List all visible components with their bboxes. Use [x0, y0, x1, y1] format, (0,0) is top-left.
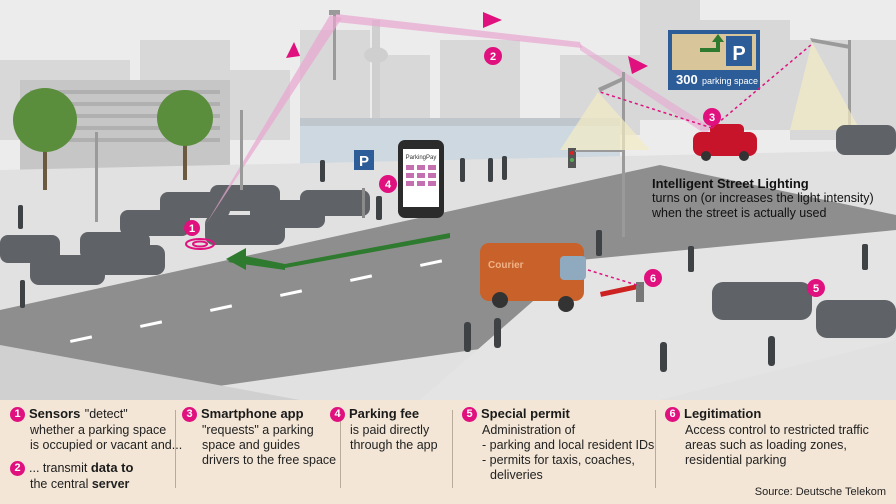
legend-badge-2: 2 [10, 461, 25, 476]
street-scene: P ParkingPay P 300 parking space [0, 0, 896, 400]
legend-line: - permits for taxis, coaches, [482, 453, 635, 467]
legend-line: areas such as loading zones, [685, 438, 847, 452]
legend-line: whether a parking space [30, 423, 167, 437]
legend-badge-4: 4 [330, 407, 345, 422]
callout-line-1: turns on (or increases the light intensi… [652, 191, 874, 205]
legend-line: Administration of [482, 423, 576, 437]
legend-transmit-pre: ... transmit [29, 461, 91, 475]
sign-letter: P [732, 43, 745, 65]
legend-line: space and guides [202, 438, 300, 452]
legend-title-legit: Legitimation [684, 406, 762, 421]
legend-divider [452, 410, 453, 488]
scene-badge-4: 4 [379, 175, 397, 193]
legend-inline-sensors: "detect" [84, 407, 128, 421]
parking-guidance-sign: P 300 parking space [668, 30, 760, 90]
source-credit: Source: Deutsche Telekom [754, 486, 886, 498]
svg-text:6: 6 [650, 273, 656, 285]
scene-badge-3: 3 [703, 108, 721, 126]
legend-transmit-mid: the central [30, 477, 92, 491]
callout-title: Intelligent Street Lighting [652, 176, 809, 191]
legend-divider [340, 410, 341, 488]
svg-text:4: 4 [385, 179, 392, 191]
tree-mid [157, 90, 213, 180]
scene-badge-2: 2 [484, 47, 502, 65]
scene-badge-6: 6 [644, 269, 662, 287]
legend-item-legit: 6 Legitimation Access control to restrict… [665, 405, 890, 468]
legend-line: Access control to restricted traffic [685, 423, 869, 437]
data-arrows [286, 12, 648, 74]
street-parking-sign: P [354, 150, 374, 218]
van-text: Courier [488, 260, 524, 271]
legend-line: drivers to the free space [202, 453, 337, 467]
parking-sensor [185, 238, 215, 250]
legend-badge-3: 3 [182, 407, 197, 422]
legend-transmit-bold1: data to [90, 460, 134, 475]
scene-badge-1: 1 [184, 220, 200, 236]
legend-item-smartphone: 3 Smartphone app "requests" a parking spa… [182, 405, 337, 468]
legend-badge-6: 6 [665, 407, 680, 422]
traffic-light [568, 148, 625, 168]
access-barrier [587, 269, 644, 302]
svg-text:3: 3 [709, 112, 715, 124]
light-link [599, 43, 813, 129]
legend-badge-1: 1 [10, 407, 25, 422]
legend-line: "requests" a parking [202, 423, 314, 437]
legend-line: residential parking [685, 453, 787, 467]
legend-line: is paid directly [350, 423, 430, 437]
road [0, 165, 896, 400]
legend-line: through the app [350, 438, 438, 452]
legend-divider [175, 410, 176, 488]
legend-title-smartphone: Smartphone app [201, 406, 304, 421]
data-beam-3 [580, 44, 712, 134]
sign-number: 300 [676, 72, 698, 87]
legend-title-sensors: Sensors [29, 406, 81, 421]
street-lamps [95, 38, 860, 237]
antenna-mast [329, 10, 340, 80]
legend-line: deliveries [490, 468, 543, 482]
legend-title-permit: Special permit [481, 406, 570, 421]
svg-text:2: 2 [490, 51, 496, 63]
sign-label: parking space [702, 76, 758, 86]
pedestrians [18, 156, 868, 372]
smartphone: ParkingPay [398, 140, 444, 218]
legend-title-fee: Parking fee [349, 406, 420, 421]
parked-cars [0, 185, 370, 285]
legend-item-transmit: 2 ... transmit data to the central server [10, 459, 175, 492]
data-beam-2 [336, 14, 582, 48]
courier-van: Courier [480, 243, 586, 312]
callout-line-2: when the street is actually used [652, 206, 827, 220]
street-lighting-callout: Intelligent Street Lighting turns on (or… [652, 176, 882, 221]
svg-text:1: 1 [189, 223, 195, 235]
legend-divider [655, 410, 656, 488]
legend-panel: 1 Sensors "detect" whether a parking spac… [0, 400, 896, 504]
route-arrow [226, 233, 450, 270]
street-parking-sign-letter: P [359, 153, 369, 170]
lane-markings [70, 259, 443, 343]
tree-left [13, 88, 77, 190]
legend-item-permit: 5 Special permit Administration of - park… [462, 405, 655, 483]
legend-line: is occupied or vacant and... [30, 438, 183, 452]
legend-badge-5: 5 [462, 407, 477, 422]
tv-tower [364, 20, 388, 120]
legend-transmit-bold2: server [91, 477, 130, 491]
svg-text:5: 5 [813, 283, 819, 295]
legend-line: - parking and local resident IDs [482, 438, 655, 452]
legend-item-fee: 4 Parking fee is paid directly through th… [330, 405, 450, 453]
scene-badge-5: 5 [807, 279, 825, 297]
right-parked-cars [712, 125, 896, 338]
legend-item-sensors: 1 Sensors "detect" whether a parking spac… [10, 405, 183, 492]
red-car [693, 124, 757, 161]
phone-app-title: ParkingPay [406, 155, 437, 161]
